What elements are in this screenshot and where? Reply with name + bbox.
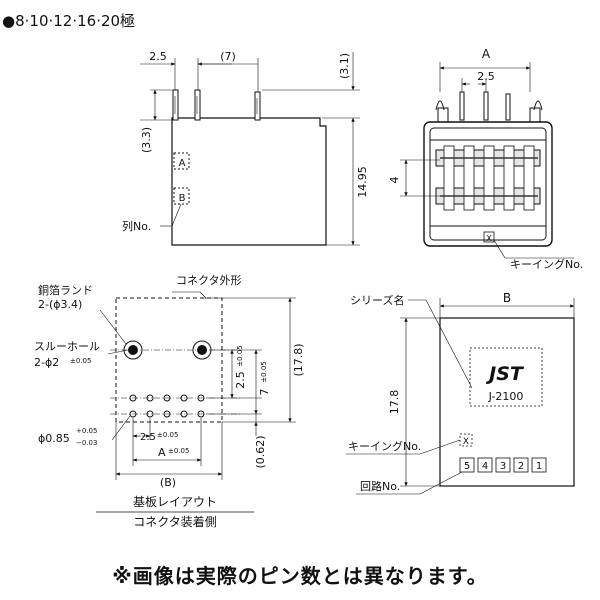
front-dim-pitch: 2.5 — [477, 70, 495, 83]
pcb-dim-pitch: 2.5 — [140, 432, 156, 443]
label-series-label: シリーズ名 — [350, 293, 404, 307]
side-view — [140, 52, 360, 246]
connector-drawing: ●8·10·12·16·20極 2. — [2, 12, 583, 529]
pcb-dim-a: A — [158, 446, 166, 459]
circuit-number: 1 — [536, 461, 542, 472]
label-view — [346, 298, 575, 495]
pcb-dim-v4: (0.62) — [254, 435, 267, 468]
footer-note: ※画像は実際のピン数とは異なります。 — [112, 564, 488, 588]
circuit-number: 3 — [500, 461, 506, 472]
label-circuit-label: 回路No. — [360, 480, 400, 493]
front-keying-mark: X — [486, 234, 492, 243]
pcb-dim-pitch-tol: ±0.05 — [157, 431, 178, 439]
circuit-number: 5 — [464, 461, 470, 472]
side-dim-pitch: 2.5 — [149, 50, 167, 63]
pcb-through-label-2: 2-ϕ2 — [34, 356, 59, 369]
pcb-caption-1: 基板レイアウト — [133, 495, 217, 509]
pcb-hole-label: ϕ0.85 — [38, 432, 70, 445]
pcb-outline-label: コネクタ外形 — [176, 274, 242, 287]
circuit-number: 4 — [482, 461, 488, 472]
front-dim-row: 4 — [388, 177, 401, 184]
pcb-dim-a-tol: ±0.05 — [168, 447, 189, 455]
side-cell-a: A — [179, 158, 186, 169]
side-dim-pin-len: (3.3) — [140, 127, 153, 153]
label-dim-h: 17.8 — [388, 390, 401, 415]
pcb-through-tol: ±0.05 — [70, 357, 91, 365]
label-keying-mark: X — [463, 437, 469, 447]
pcb-dim-v2-tol: ±0.05 — [260, 361, 268, 382]
side-dim-height: 14.95 — [356, 166, 369, 198]
pcb-dim-v1-tol: ±0.05 — [236, 345, 244, 366]
side-dim-pin-top: (3.1) — [338, 53, 351, 79]
label-brand: JST — [485, 363, 525, 385]
side-row-label: 列No. — [122, 219, 151, 233]
pcb-dim-b: (B) — [160, 476, 176, 489]
front-dim-width: A — [482, 47, 491, 61]
side-cell-b: B — [179, 193, 186, 204]
pcb-caption-2: コネクタ装着側 — [133, 514, 217, 529]
label-keying-label: キーイングNo. — [348, 439, 421, 453]
pcb-hole-tol-minus: −0.03 — [76, 439, 97, 447]
front-view — [400, 62, 574, 259]
pcb-land-label-1: 銅箔ランド — [38, 283, 93, 297]
front-keying-label: キーイングNo. — [510, 257, 583, 271]
pcb-through-label-1: スルーホール — [34, 340, 100, 353]
pcb-dim-v1: 2.5 — [234, 371, 247, 389]
circuit-number: 2 — [518, 461, 524, 472]
pcb-dim-v3: (17.8) — [292, 343, 305, 376]
header-title: ●8·10·12·16·20極 — [2, 12, 135, 30]
label-model: J-2100 — [488, 390, 524, 403]
label-dim-b: B — [503, 291, 511, 305]
pcb-hole-tol-plus: +0.05 — [76, 427, 97, 435]
pcb-layout — [96, 291, 296, 513]
pcb-dim-v2: 7 — [258, 389, 271, 396]
side-dim-span: (7) — [220, 50, 236, 63]
pcb-land-label-2: 2-(ϕ3.4) — [38, 298, 82, 311]
